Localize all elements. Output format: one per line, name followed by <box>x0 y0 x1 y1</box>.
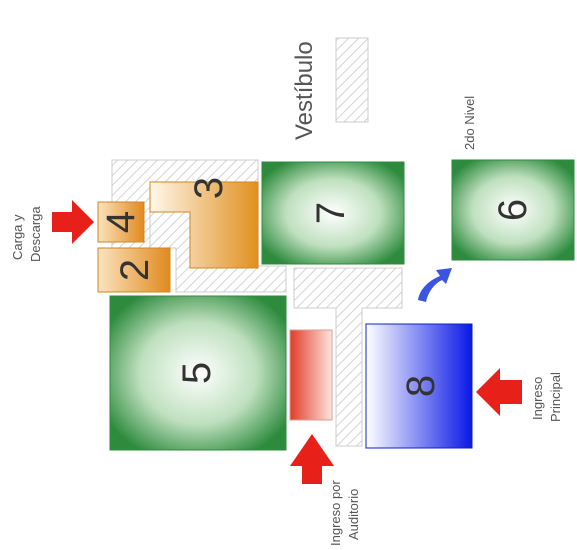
block-8-label: 8 <box>399 375 443 397</box>
block-6-label: 6 <box>491 199 535 221</box>
block-5 <box>109 295 287 451</box>
block-3 <box>149 181 259 269</box>
block-2 <box>97 247 171 293</box>
block-8 <box>365 323 473 449</box>
carga-label-line2: Descarga <box>28 206 43 262</box>
block-2-label: 2 <box>113 259 157 281</box>
stairs-curved-arrow-icon <box>418 268 452 302</box>
ingreso-auditorio-arrow-icon <box>290 434 334 484</box>
block-7 <box>261 161 405 265</box>
auditorio-block <box>289 329 333 421</box>
block-7-label: 7 <box>309 202 353 224</box>
ingreso-auditorio-label-line1: Ingreso por <box>328 480 343 546</box>
segundo-nivel-label: 2do Nivel <box>462 96 477 150</box>
block-6 <box>451 159 575 261</box>
vestibulo-title: Vestíbulo <box>291 41 318 140</box>
ingreso-principal-label-line1: Ingreso <box>530 377 545 420</box>
hatched-corridor-t <box>293 267 403 447</box>
carga-label-line1: Carga y <box>10 214 25 260</box>
ingreso-principal-label-line2: Principal <box>548 372 563 422</box>
vestibulo-legend-swatch <box>335 37 369 123</box>
block-5-label: 5 <box>175 362 219 384</box>
ingreso-principal-arrow-icon <box>476 368 522 416</box>
ingreso-auditorio-label-line2: Auditorio <box>346 489 361 540</box>
carga-arrow-icon <box>52 200 94 244</box>
block-3-label: 3 <box>187 177 231 199</box>
block-4-label: 4 <box>99 211 143 233</box>
block-4 <box>97 201 145 243</box>
